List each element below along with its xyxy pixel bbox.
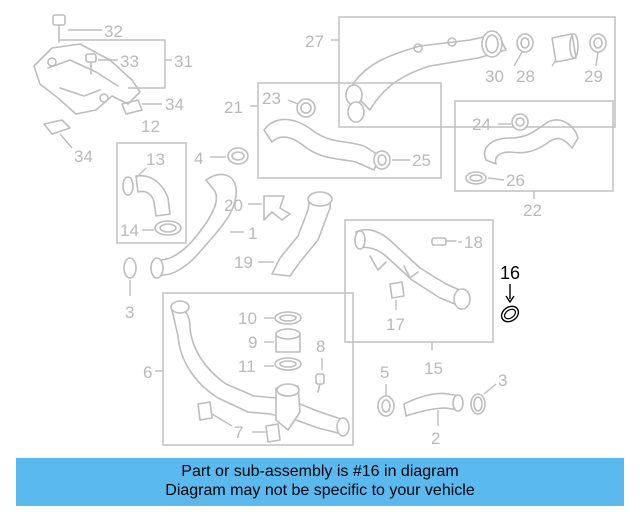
callout-23: 23	[262, 89, 281, 108]
hose-elbow-13	[135, 174, 171, 217]
callout-16: 16	[500, 263, 520, 283]
bolt-8	[315, 373, 325, 385]
clamp-24	[511, 113, 529, 131]
callout-22: 22	[523, 201, 542, 220]
pipe-6	[171, 308, 345, 435]
callout-13: 13	[146, 150, 165, 169]
parts-diagram: 32 33 31 34 12 34 27 30 28 29 21 23 25 2…	[33, 14, 616, 448]
callout-1: 1	[248, 224, 257, 243]
callout-28: 28	[516, 67, 535, 86]
clamp-29	[589, 33, 607, 53]
callout-25: 25	[412, 151, 431, 170]
callout-27: 27	[305, 32, 324, 51]
callout-29: 29	[584, 67, 603, 86]
bracket-20	[263, 195, 291, 221]
clamp-11	[274, 357, 302, 371]
hose-1	[153, 173, 237, 277]
clamp-10	[274, 311, 302, 325]
callout-32: 32	[104, 22, 123, 41]
clamp-23	[296, 98, 316, 118]
bolt-18	[431, 237, 447, 246]
callout-11: 11	[238, 357, 256, 376]
clamp-30	[516, 33, 534, 53]
callout-21: 21	[224, 98, 243, 117]
callout-24: 24	[472, 115, 491, 134]
callout-3-left: 3	[125, 303, 134, 322]
box-21	[257, 82, 442, 179]
callout-17: 17	[386, 315, 405, 334]
o-ring-3-right	[470, 393, 486, 415]
callout-19: 19	[234, 253, 253, 272]
clamp-5	[377, 395, 395, 417]
bracket-group	[33, 14, 172, 149]
bushing-17	[389, 281, 405, 299]
callout-30: 30	[485, 67, 504, 86]
callout-12: 12	[141, 117, 160, 136]
bushing-7-left	[197, 401, 213, 421]
callout-4: 4	[194, 149, 203, 168]
box-15	[344, 219, 494, 343]
hose-2	[403, 392, 461, 417]
gasket-13	[122, 176, 134, 196]
callout-26: 26	[506, 171, 525, 190]
callout-3-right: 3	[498, 371, 507, 390]
clamp-26	[465, 171, 487, 185]
callout-31: 31	[174, 52, 193, 71]
callout-34-upper: 34	[165, 95, 184, 114]
box-12	[116, 142, 187, 244]
clamp-4	[227, 147, 249, 165]
bushing-7-right	[265, 423, 281, 443]
hose-22	[483, 119, 579, 165]
callout-15: 15	[424, 359, 443, 378]
box-6	[162, 292, 354, 446]
info-banner: Part or sub-assembly is #16 in diagram D…	[16, 458, 624, 506]
callout-9: 9	[248, 333, 257, 352]
callout-14: 14	[120, 221, 139, 240]
box-27	[338, 16, 616, 128]
callout-20: 20	[224, 196, 243, 215]
banner-line-2: Diagram may not be specific to your vehi…	[165, 482, 475, 499]
clamp-14	[154, 220, 182, 236]
o-ring-3-left	[123, 257, 137, 279]
callout-8: 8	[316, 337, 325, 356]
callout-2: 2	[431, 429, 440, 448]
callout-7: 7	[234, 423, 243, 442]
clamp-25	[373, 150, 391, 170]
intercooler-pipe-27	[345, 30, 507, 123]
callout-34-lower: 34	[74, 147, 93, 166]
hose-21	[263, 118, 381, 171]
callout-6: 6	[143, 363, 152, 382]
callout-10: 10	[238, 309, 257, 328]
banner-line-1: Part or sub-assembly is #16 in diagram	[181, 463, 459, 480]
callout-18: 18	[464, 233, 483, 252]
callout-33: 33	[120, 52, 139, 71]
callout-5: 5	[380, 363, 389, 382]
o-ring-16[interactable]	[499, 303, 522, 325]
